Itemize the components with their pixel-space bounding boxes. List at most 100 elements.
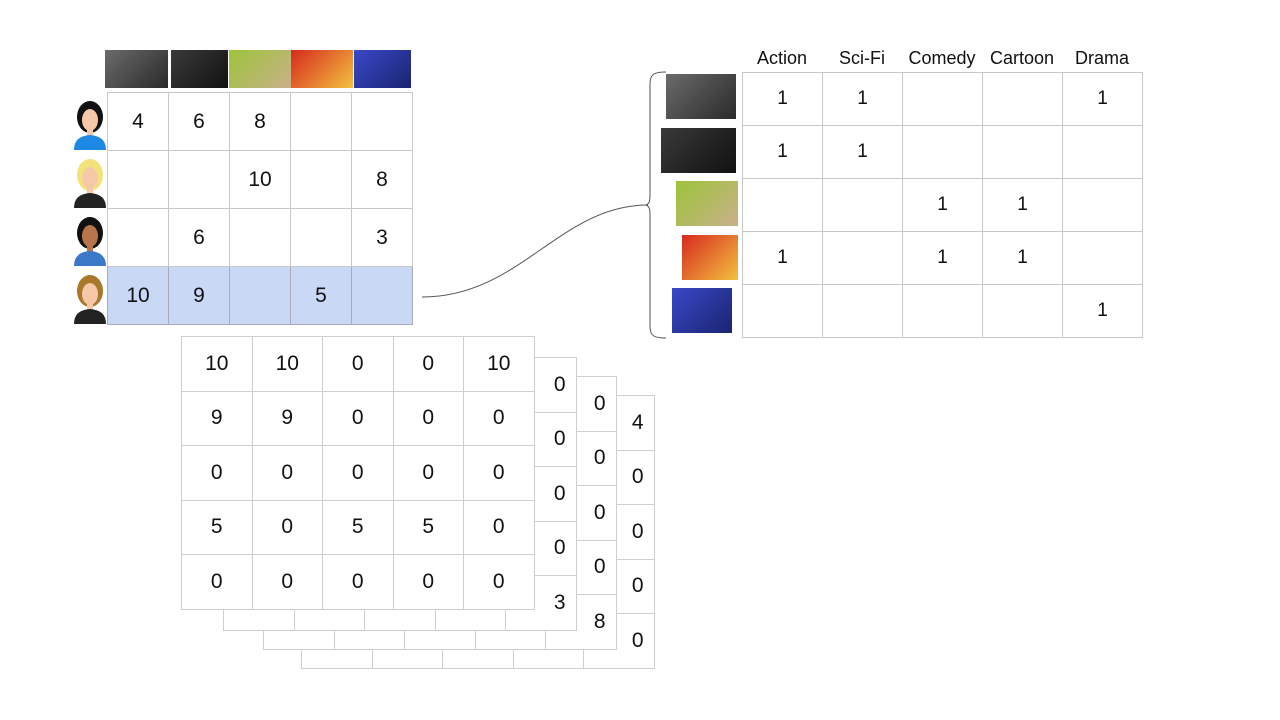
matrix-cell: 9 xyxy=(181,390,253,446)
genre-header-comedy: Comedy xyxy=(908,48,976,68)
matrix-cell: 0 xyxy=(251,554,323,610)
genre-cell xyxy=(822,284,903,338)
rating-cell: 10 xyxy=(107,266,169,325)
rating-cell: 9 xyxy=(168,266,230,325)
genre-cell xyxy=(902,72,983,126)
matrix-cell: 0 xyxy=(181,554,253,610)
matrix-cell: 0 xyxy=(322,336,394,392)
matrix-cell: 9 xyxy=(251,390,323,446)
genre-cell xyxy=(1062,231,1143,285)
rating-cell: 10 xyxy=(229,150,291,209)
matrix-cell: 8 xyxy=(545,594,617,650)
genre-cell: 1 xyxy=(982,231,1063,285)
incredibles-poster xyxy=(682,234,738,280)
rating-cell xyxy=(351,266,413,325)
star-wars-poster xyxy=(666,74,736,119)
genre-cell xyxy=(902,125,983,179)
genre-header-cartoon: Cartoon xyxy=(989,48,1055,68)
star-wars-poster xyxy=(105,50,168,88)
rating-cell: 4 xyxy=(107,92,169,151)
dark-knight-rises-poster xyxy=(171,50,228,88)
matrix-cell: 0 xyxy=(463,390,535,446)
user-1-avatar xyxy=(74,101,106,150)
genre-header-drama: Drama xyxy=(1074,48,1129,68)
genre-cell: 1 xyxy=(742,231,823,285)
rating-cell: 3 xyxy=(351,208,413,267)
shrek-poster xyxy=(676,181,738,226)
matrix-cell: 0 xyxy=(392,445,464,501)
genre-cell: 1 xyxy=(822,125,903,179)
rating-cell xyxy=(290,92,352,151)
genre-header-sci-fi: Sci-Fi xyxy=(839,48,885,68)
genre-cell: 1 xyxy=(822,72,903,126)
genre-cell: 1 xyxy=(742,125,823,179)
user-2-avatar xyxy=(74,159,106,208)
matrix-cell: 0 xyxy=(322,390,394,446)
rating-cell: 6 xyxy=(168,92,230,151)
matrix-cell: 0 xyxy=(251,499,323,555)
ratings-row: 10 8 xyxy=(107,150,413,209)
user-4-avatar xyxy=(74,275,106,324)
genre-cell xyxy=(1062,125,1143,179)
matrix-cell: 0 xyxy=(322,554,394,610)
genre-cell xyxy=(902,284,983,338)
rating-cell xyxy=(107,150,169,209)
bracket xyxy=(644,71,667,339)
rating-cell: 8 xyxy=(229,92,291,151)
genre-cell: 1 xyxy=(902,178,983,232)
drama-movie-poster xyxy=(354,50,411,88)
matrix-cell: 0 xyxy=(181,445,253,501)
matrix-cell: 0 xyxy=(463,499,535,555)
matrix-cell: 5 xyxy=(322,499,394,555)
genre-cell: 1 xyxy=(982,178,1063,232)
genre-cell xyxy=(822,178,903,232)
rating-cell xyxy=(290,150,352,209)
matrix-cell: 5 xyxy=(181,499,253,555)
user-3-avatar xyxy=(74,217,106,266)
genre-cell xyxy=(982,72,1063,126)
rating-cell xyxy=(107,208,169,267)
genre-cell xyxy=(982,125,1063,179)
rating-cell: 5 xyxy=(290,266,352,325)
matrix-cell: 10 xyxy=(181,336,253,392)
matrix-cell: 0 xyxy=(322,445,394,501)
genre-row: 1 xyxy=(742,284,1143,338)
genre-cell: 1 xyxy=(1062,284,1143,338)
genre-cell xyxy=(742,178,823,232)
rating-cell: 6 xyxy=(168,208,230,267)
matrix-cell: 0 xyxy=(463,445,535,501)
shrek-poster xyxy=(229,50,291,88)
matrix-cell: 0 xyxy=(392,336,464,392)
matrix-cell: 0 xyxy=(392,554,464,610)
matrix-cell: 0 xyxy=(251,445,323,501)
matrix-cell: 10 xyxy=(463,336,535,392)
rating-cell: 8 xyxy=(351,150,413,209)
matrix-cell: 10 xyxy=(251,336,323,392)
genre-header-action: Action xyxy=(756,48,808,68)
dark-knight-rises-poster xyxy=(661,127,736,173)
genre-cell xyxy=(822,231,903,285)
matrix-cell: 5 xyxy=(392,499,464,555)
genre-cell: 1 xyxy=(1062,72,1143,126)
rating-cell xyxy=(229,266,291,325)
rating-cell xyxy=(351,92,413,151)
matrix-cell: 0 xyxy=(392,390,464,446)
incredibles-poster xyxy=(291,50,353,88)
genre-cell: 1 xyxy=(742,72,823,126)
rating-cell xyxy=(290,208,352,267)
genre-cell xyxy=(982,284,1063,338)
genre-cell: 1 xyxy=(902,231,983,285)
genre-cell xyxy=(742,284,823,338)
rating-cell xyxy=(168,150,230,209)
rating-cell xyxy=(229,208,291,267)
